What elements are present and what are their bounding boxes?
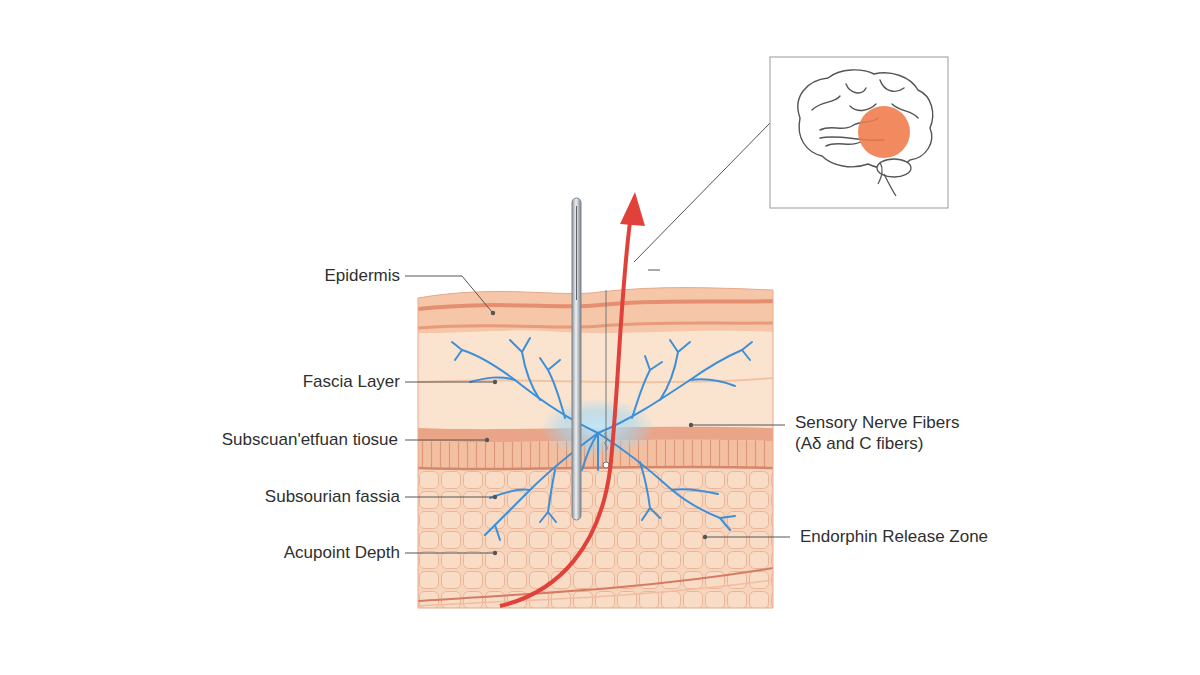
leader-dot	[703, 535, 707, 539]
leader-dot	[493, 551, 497, 555]
leader-line	[692, 425, 785, 426]
nerve-branch	[690, 342, 752, 386]
brain-stem	[884, 174, 896, 196]
part-label: Fascia Layer	[303, 371, 400, 392]
nerve-branch	[452, 338, 530, 360]
deep-vessel-line	[418, 580, 773, 606]
part-label: Acupoint Depth	[284, 542, 400, 563]
arrow-head	[620, 192, 645, 226]
probe-line	[606, 290, 607, 462]
deep-tissue-layer	[418, 469, 773, 610]
leader-dot	[491, 311, 495, 315]
epidermis-stripe	[418, 301, 773, 309]
brain-outline	[798, 70, 933, 168]
nerve-branch	[540, 470, 556, 522]
part-label: Sensory Nerve Fibers (Aδ and C fibers)	[795, 412, 973, 454]
nerve-branch	[598, 433, 720, 518]
nerve-branch	[632, 356, 662, 418]
acupuncture-needle	[572, 198, 581, 520]
leader-line	[405, 497, 494, 498]
signal-arrow	[500, 222, 630, 606]
nerve-branch	[582, 433, 598, 470]
leader-line	[405, 382, 494, 383]
leader-line	[405, 553, 494, 554]
nerve-branch	[495, 433, 598, 525]
probe-tip	[603, 462, 609, 468]
skin-block	[418, 280, 773, 610]
probe-coil	[605, 432, 607, 450]
leader-lines	[405, 123, 790, 553]
inset-frame	[770, 57, 948, 208]
skin-outline	[418, 288, 773, 608]
leader-line	[634, 123, 770, 262]
part-label: Subsourian fassia	[265, 486, 400, 507]
leader-dot	[493, 495, 497, 499]
skin-base	[418, 280, 773, 610]
nerve-branch	[640, 462, 660, 520]
part-label: Epidermis	[324, 265, 400, 286]
leader-dot	[493, 380, 497, 384]
leader-line	[405, 440, 486, 441]
layer-line	[418, 467, 773, 469]
leader-tick	[648, 270, 660, 271]
nerve-branch	[470, 377, 515, 382]
nerve-branch	[672, 489, 735, 530]
nerve-branch	[522, 352, 540, 400]
nerve-branch	[540, 358, 565, 418]
leader-dots	[485, 311, 707, 555]
leader-dot	[485, 438, 489, 442]
part-label: Endorphin Release Zone	[800, 526, 988, 547]
part-label: Subscuan'etfuan tiosue	[222, 429, 398, 450]
leader-line	[706, 537, 790, 538]
leader-line	[405, 276, 492, 312]
brain-drawing	[798, 70, 933, 168]
brain-stem	[878, 162, 882, 184]
epidermis-stripe	[418, 323, 773, 328]
needle-eye	[576, 206, 577, 300]
brain-activation	[858, 106, 910, 158]
nerve-branch	[660, 340, 690, 400]
leader-dot	[689, 423, 693, 427]
